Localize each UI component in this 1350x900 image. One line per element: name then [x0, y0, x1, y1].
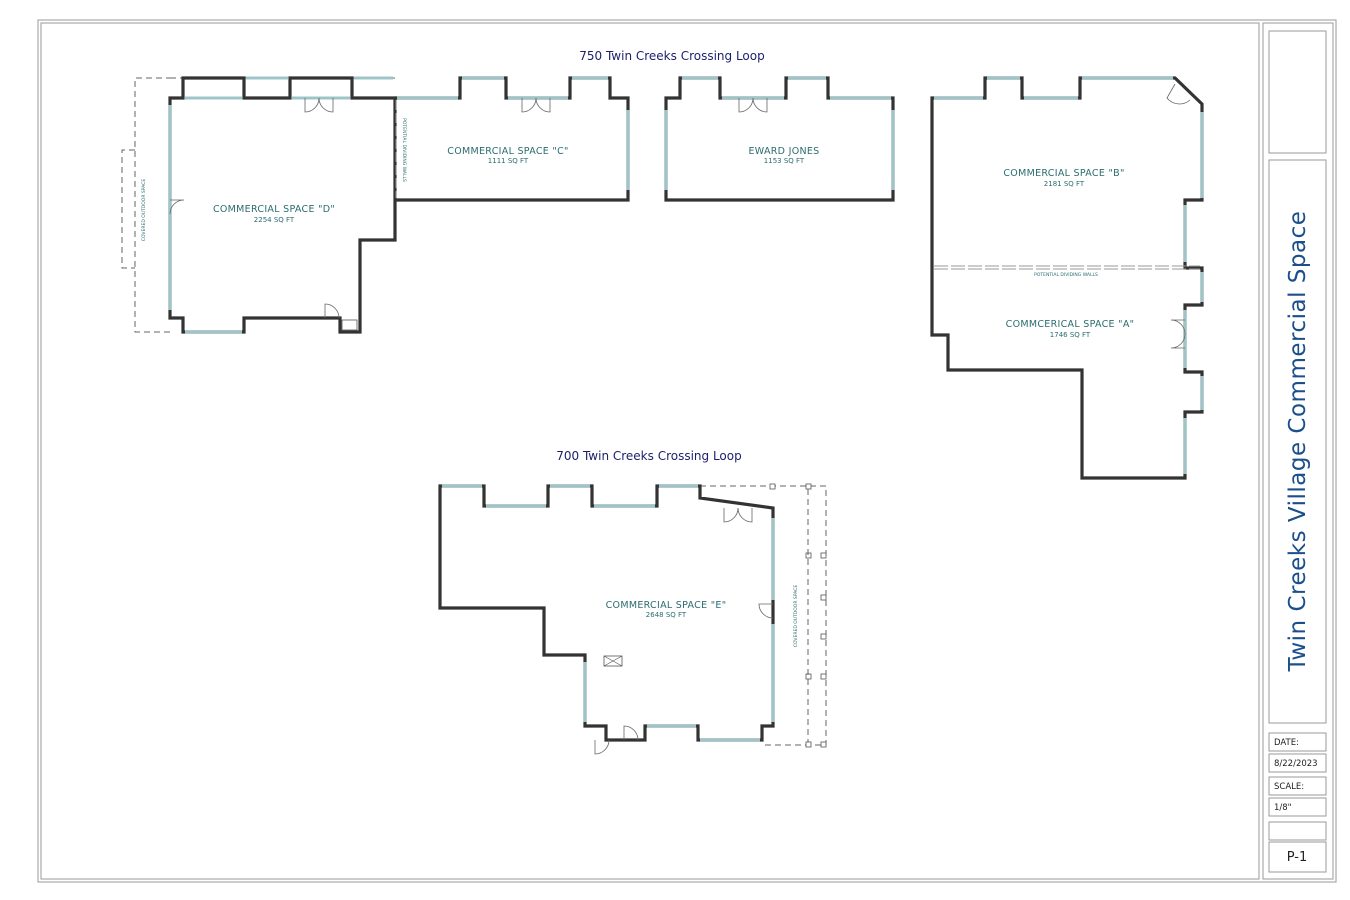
windows-700: [442, 484, 775, 742]
dividing-walls-label: POTENTIAL DIVIDING WALLS: [1034, 272, 1098, 278]
space-e-covered-label: COVERED OUTDOOR SPACE: [793, 585, 799, 648]
sheet-border: [37, 19, 1337, 883]
space-c-area: 1111 SQ FT: [488, 157, 529, 165]
space-d-covered-label: COVERED OUTDOOR SPACE: [141, 179, 147, 242]
page-number: P-1: [1287, 850, 1308, 865]
space-ab-walls: [930, 76, 1204, 480]
space-c-walls: [395, 76, 630, 202]
space-c-name: COMMERCIAL SPACE "C": [447, 146, 568, 157]
space-b-name: COMMERCIAL SPACE "B": [1003, 168, 1124, 179]
edward-jones-name: EWARD JONES: [748, 146, 819, 157]
date-value: 8/22/2023: [1274, 759, 1318, 769]
space-e-walls: [438, 484, 775, 742]
space-e-columns: [769, 483, 827, 748]
blank-box: [1268, 821, 1327, 841]
space-d-walls: [168, 76, 397, 334]
drawing-area-border: [40, 22, 1260, 880]
space-d-area: 2254 SQ FT: [254, 216, 295, 224]
sheet-title-box: [1268, 159, 1327, 724]
doors-750: [169, 83, 1191, 349]
date-label-box: [1268, 732, 1327, 752]
scale-value: 1/8": [1274, 803, 1292, 813]
space-e-area: 2648 SQ FT: [646, 611, 687, 619]
date-label: DATE:: [1274, 738, 1299, 748]
date-value-box: [1268, 753, 1327, 773]
space-d-covered-outdoor: [134, 77, 170, 333]
scale-value-box: [1268, 797, 1327, 817]
space-e-name: COMMERCIAL SPACE "E": [606, 600, 727, 611]
page-number-box: [1268, 841, 1327, 873]
building-700-title: 700 Twin Creeks Crossing Loop: [556, 449, 742, 463]
space-d-patio-bump: [121, 149, 135, 269]
building-750-title: 750 Twin Creeks Crossing Loop: [579, 49, 765, 63]
space-b-area: 2181 SQ FT: [1044, 180, 1085, 188]
doors-700: [594, 507, 774, 755]
sheet-title: Twin Creeks Village Commercial Space: [1285, 211, 1311, 673]
space-a-name: COMMCERICAL SPACE "A": [1006, 319, 1135, 330]
space-e-covered-outdoor: [700, 485, 827, 746]
space-d-name: COMMERCIAL SPACE "D": [213, 204, 335, 215]
edward-jones-walls: [664, 76, 895, 202]
space-a-area: 1746 SQ FT: [1050, 331, 1091, 339]
logo-box: [1268, 30, 1327, 154]
windows-750: [168, 76, 1204, 474]
scale-label-box: [1268, 776, 1327, 796]
title-block-border: [1262, 22, 1334, 880]
scale-label: SCALE:: [1274, 782, 1304, 792]
edward-jones-area: 1153 SQ FT: [764, 157, 805, 165]
dividing-walls-label-cd: POTENTIAL DIVIDING WALLS: [401, 118, 407, 182]
